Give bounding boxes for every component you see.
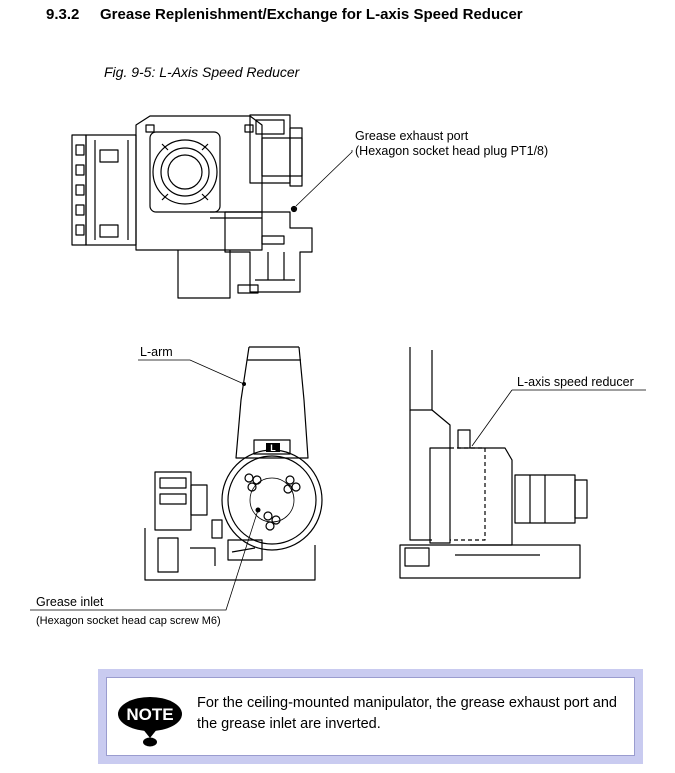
- note-text: For the ceiling-mounted manipulator, the…: [197, 695, 617, 732]
- section-title: Grease Replenishment/Exchange for L-axis…: [100, 6, 523, 23]
- speed-reducer-label: L-axis speed reducer: [517, 375, 634, 389]
- arm-side-view-drawing: [144, 346, 323, 581]
- section-heading: 9.3.2 Grease Replenishment/Exchange for L…: [46, 6, 523, 23]
- exhaust-port-detail: (Hexagon socket head plug PT1/8): [355, 144, 548, 158]
- callout-lines: [30, 150, 646, 611]
- note-box: NOTE For the ceiling-mounted manipulator…: [98, 669, 643, 764]
- top-view-drawing: [71, 114, 313, 299]
- note-content: NOTE For the ceiling-mounted manipulator…: [106, 677, 635, 756]
- note-icon-label: NOTE: [126, 705, 173, 724]
- grease-inlet-detail: (Hexagon socket head cap screw M6): [36, 615, 221, 627]
- reducer-side-view-drawing: [399, 347, 588, 579]
- figure-caption: Fig. 9-5: L-Axis Speed Reducer: [104, 64, 300, 80]
- l-arm-label: L-arm: [140, 345, 173, 359]
- motor-mark-label: L: [270, 443, 276, 453]
- note-icon: NOTE: [118, 697, 182, 747]
- grease-inlet-label: Grease inlet: [36, 595, 104, 609]
- exhaust-port-label: Grease exhaust port: [355, 129, 469, 143]
- l-axis-technical-drawing: L Grease exhaust port (Hexagon socket he…: [30, 114, 646, 627]
- section-number: 9.3.2: [46, 6, 80, 23]
